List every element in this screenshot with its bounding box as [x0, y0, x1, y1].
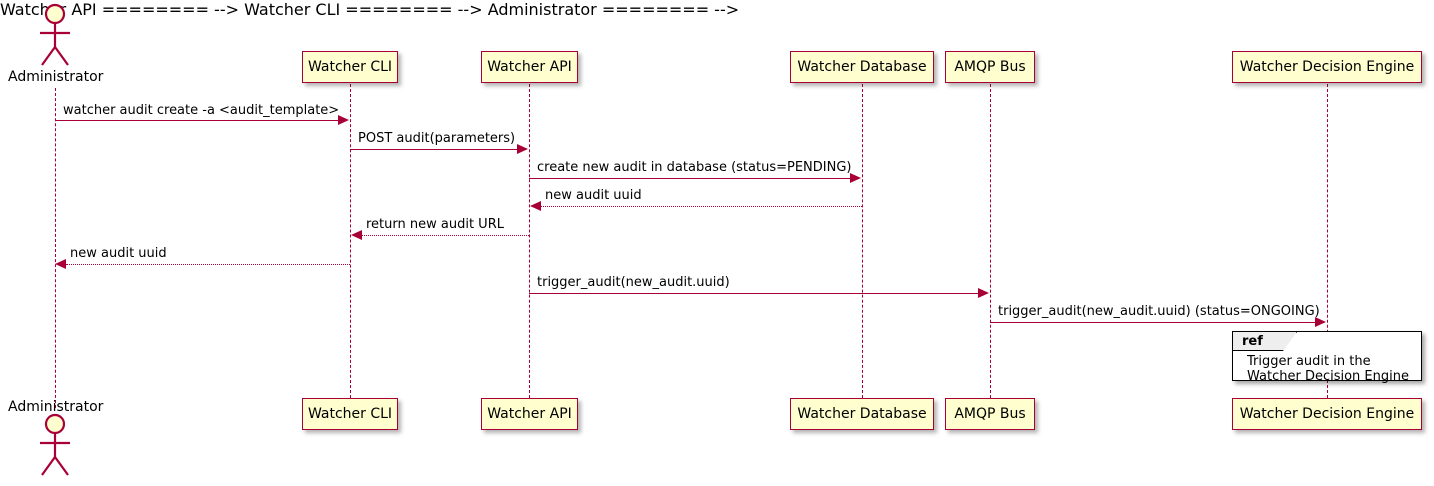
participant-watcher-api-bottom[interactable]: Watcher API: [481, 398, 578, 430]
participant-amqp-bus-top[interactable]: AMQP Bus: [945, 51, 1035, 83]
ref-fragment-line-1: Trigger audit in the: [1247, 354, 1371, 369]
participant-watcher-cli-bottom[interactable]: Watcher CLI: [302, 398, 398, 430]
message-line-m5: [362, 235, 529, 236]
arrowhead-m2: [517, 144, 528, 154]
ref-fragment-tag: ref: [1233, 332, 1297, 351]
participant-watcher-database-bottom[interactable]: Watcher Database: [790, 398, 934, 430]
participant-watcher-api-top[interactable]: Watcher API: [481, 51, 578, 83]
arrowhead-m4: [530, 201, 541, 211]
participant-watcher-decision-engine-top[interactable]: Watcher Decision Engine: [1232, 51, 1422, 83]
lifeline-watcher-database: [862, 84, 863, 398]
message-label-m4: new audit uuid: [545, 188, 642, 203]
arrowhead-m1: [338, 115, 349, 125]
message-line-m8: [990, 322, 1316, 323]
arrowhead-m5: [351, 230, 362, 240]
message-label-m8: trigger_audit(new_audit.uuid) (status=ON…: [998, 304, 1320, 319]
ref-fragment-body: Trigger audit in the Watcher Decision En…: [1247, 354, 1409, 384]
message-label-m7: trigger_audit(new_audit.uuid): [537, 275, 730, 290]
stick-figure-icon: [40, 413, 70, 476]
message-line-m7: [529, 293, 979, 294]
message-line-m6: [66, 264, 350, 265]
arrowhead-m8: [1315, 317, 1326, 327]
actor-label-administrator-bottom: Administrator: [8, 399, 104, 415]
participant-watcher-database-top[interactable]: Watcher Database: [790, 51, 934, 83]
message-label-m3: create new audit in database (status=PEN…: [537, 160, 852, 175]
message-label-m1: watcher audit create -a <audit_template>: [63, 103, 340, 118]
participant-watcher-decision-engine-bottom[interactable]: Watcher Decision Engine: [1232, 398, 1422, 430]
message-line-m1: [55, 120, 339, 121]
message-line-m3: [529, 178, 851, 179]
lifeline-watcher-cli: [350, 84, 351, 398]
message-line-m2: [350, 149, 518, 150]
message-label-m2: POST audit(parameters): [358, 131, 516, 146]
arrowhead-m6: [55, 259, 66, 269]
participant-watcher-cli-top[interactable]: Watcher CLI: [302, 51, 398, 83]
actor-administrator-top: [26, 2, 86, 74]
message-label-m5: return new audit URL: [366, 217, 504, 232]
ref-fragment[interactable]: ref Trigger audit in the Watcher Decisio…: [1232, 331, 1422, 384]
stick-figure-icon: [40, 3, 70, 66]
actor-label-administrator-top: Administrator: [8, 69, 104, 85]
message-label-m6: new audit uuid: [70, 246, 167, 261]
arrowhead-m7: [978, 288, 989, 298]
participant-amqp-bus-bottom[interactable]: AMQP Bus: [945, 398, 1035, 430]
message-line-m4: [541, 206, 862, 207]
ref-fragment-line-2: Watcher Decision Engine: [1247, 369, 1409, 384]
lifeline-watcher-decision-engine: [1327, 84, 1328, 398]
lifeline-watcher-api: [529, 84, 530, 398]
arrowhead-m3: [850, 173, 861, 183]
actor-administrator-bottom: [26, 412, 86, 484]
lifeline-amqp-bus: [990, 84, 991, 398]
lifeline-administrator: [55, 88, 56, 408]
